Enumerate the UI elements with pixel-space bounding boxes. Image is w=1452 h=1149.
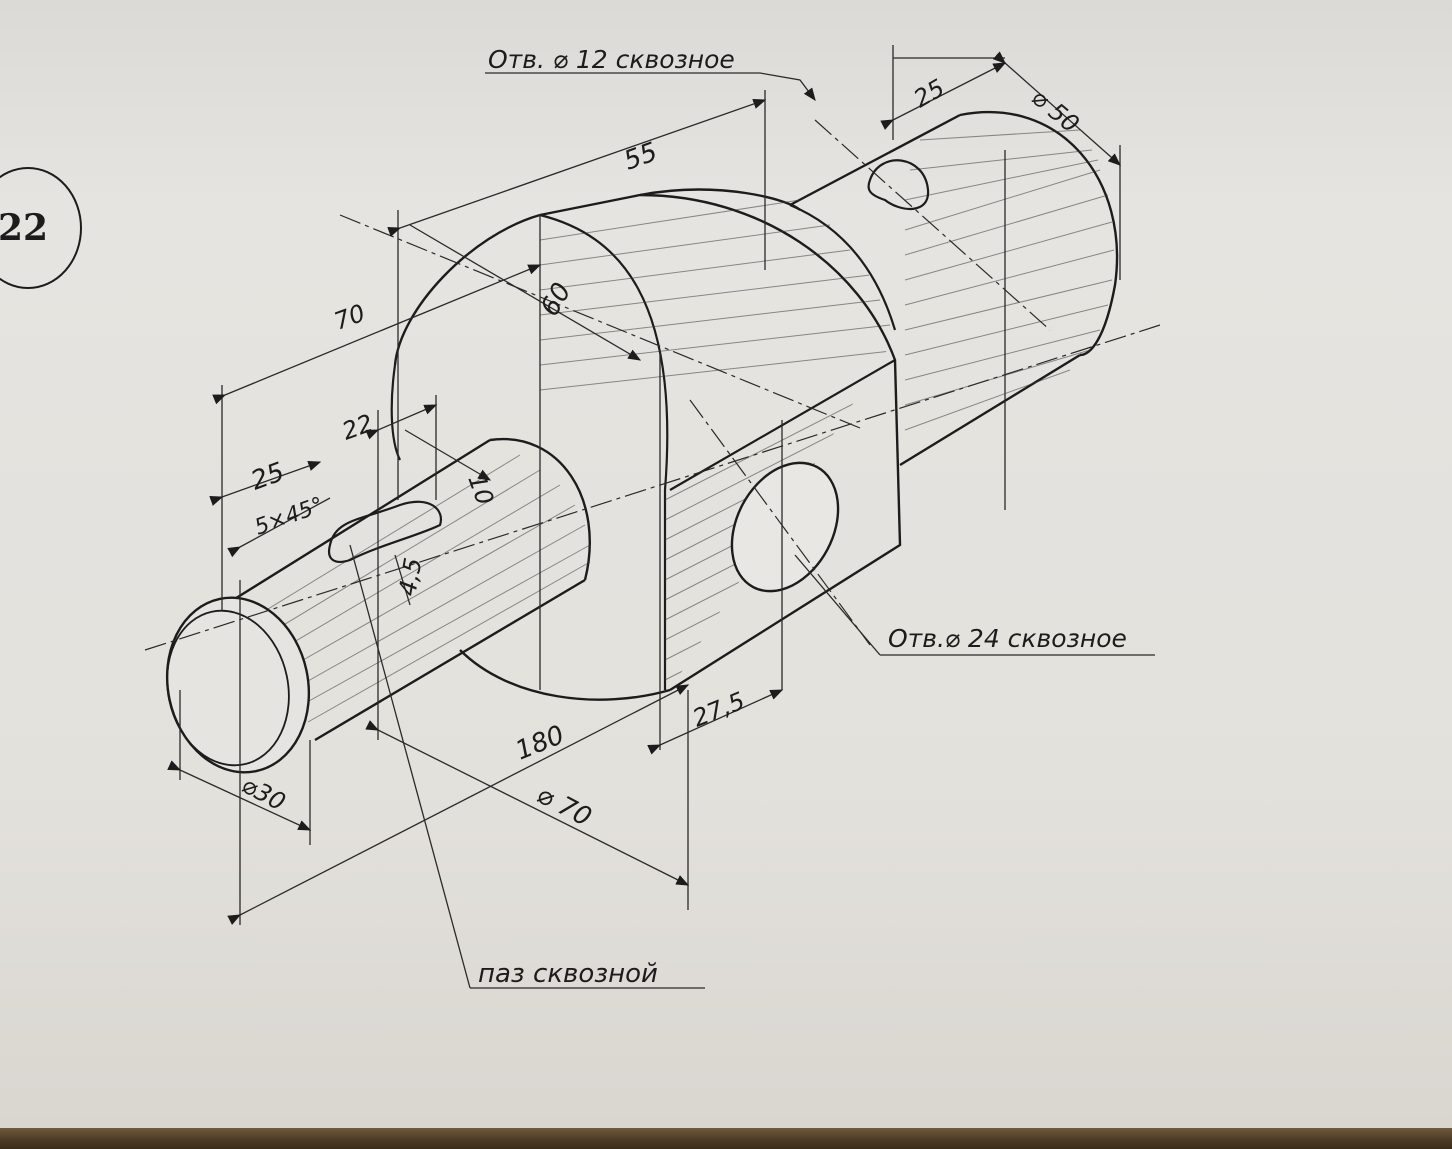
left-end-face (165, 596, 311, 774)
dimension-lines (167, 45, 1121, 925)
note-hole-12: Отв. ⌀ 12 сквозное (488, 45, 735, 74)
table-edge (0, 1128, 1452, 1149)
note-slot: паз сквозной (478, 959, 658, 989)
problem-number: 22 (0, 207, 48, 249)
problem-number-circle (0, 167, 82, 289)
dim-22: 22 (338, 409, 376, 446)
right-cylinder (789, 110, 1119, 467)
dim-chamfer: 5×45° (252, 493, 328, 541)
centre-lines (144, 119, 1161, 651)
hole-24 (730, 461, 840, 593)
dim-phi70: ⌀ 70 (532, 780, 596, 833)
dim-27-5: 27,5 (689, 687, 749, 733)
dim-4-5: 4,5 (393, 556, 427, 598)
middle-body (390, 188, 902, 701)
note-leaders (349, 72, 1155, 989)
right-cylinder-hatching (904, 129, 1115, 431)
dim-10: 10 (462, 470, 499, 508)
left-cylinder-hatching (249, 454, 591, 723)
dim-25-top: 25 (909, 74, 949, 114)
dim-70: 70 (330, 299, 368, 336)
through-slot (327, 500, 443, 563)
note-hole-24: Отв.⌀ 24 сквозное (888, 624, 1127, 653)
hole-12 (867, 159, 930, 211)
dim-phi30: ⌀30 (237, 771, 290, 817)
dim-180: 180 (511, 720, 568, 766)
dim-55: 55 (620, 137, 661, 177)
dim-25-left: 25 (247, 457, 288, 497)
problem-number-badge: 22 (0, 167, 82, 289)
